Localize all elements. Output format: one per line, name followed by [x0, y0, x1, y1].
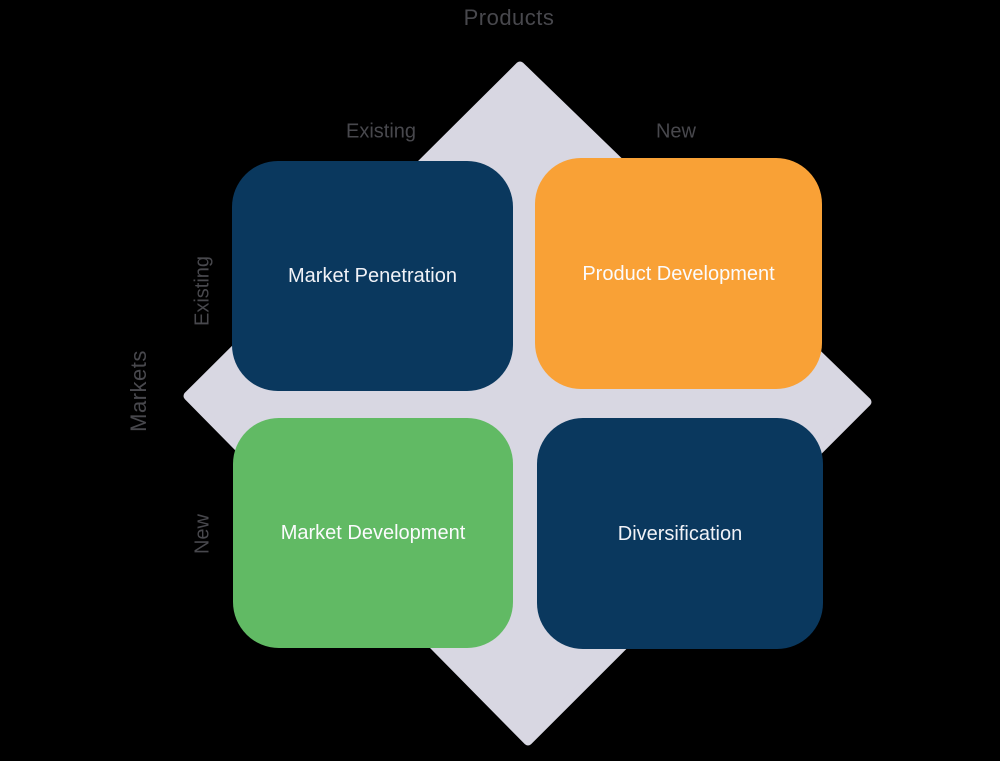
- quadrant-diversification: Diversification: [537, 418, 823, 649]
- quadrant-market-development: Market Development: [233, 418, 513, 648]
- quadrant-label-market-development: Market Development: [280, 522, 466, 544]
- quadrant-market-penetration: Market Penetration: [232, 161, 513, 391]
- top-axis-title-products: Products: [463, 5, 555, 30]
- row-label-existing: Existing: [191, 255, 214, 327]
- column-label-existing: Existing: [345, 120, 417, 143]
- row-label-new: New: [191, 513, 214, 555]
- quadrant-label-diversification: Diversification: [617, 522, 743, 545]
- quadrant-product-development: Product Development: [535, 158, 822, 389]
- quadrant-label-market-penetration: Market Penetration: [288, 265, 457, 287]
- column-label-new: New: [655, 120, 697, 143]
- quadrant-label-product-development: Product Development: [582, 262, 775, 285]
- left-axis-title-markets: Markets: [126, 350, 151, 432]
